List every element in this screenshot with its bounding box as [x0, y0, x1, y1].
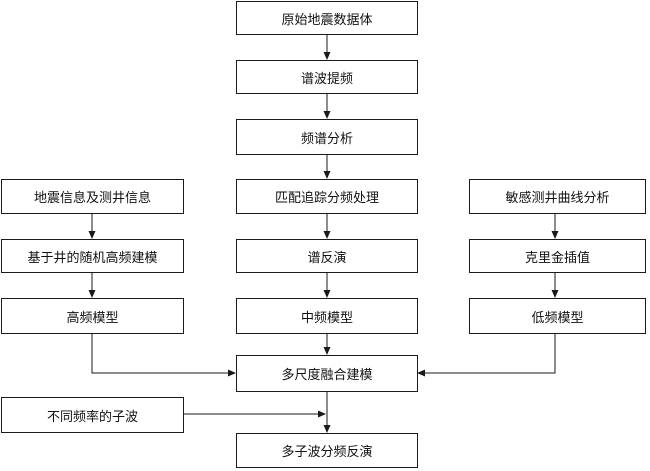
- box-mf-model: 中频模型: [236, 298, 418, 334]
- box-spectral-boost: 谱波提频: [236, 60, 418, 94]
- box-seismic-well-info: 地震信息及测井信息: [1, 179, 184, 214]
- box-spectral-inversion: 谱反演: [236, 239, 418, 273]
- arrow-hf-to-fusion: [91, 334, 236, 377]
- box-hf-model: 高频模型: [1, 298, 184, 334]
- box-matching-pursuit: 匹配追踪分频处理: [236, 179, 418, 214]
- box-spectral-analysis: 频谱分析: [236, 119, 418, 155]
- box-multi-wavelet-inversion: 多子波分频反演: [236, 433, 418, 468]
- box-raw-seismic: 原始地震数据体: [236, 1, 418, 35]
- box-sensitive-logs: 敏感测井曲线分析: [469, 179, 646, 214]
- box-wavelets: 不同频率的子波: [1, 397, 184, 433]
- box-well-random-hf: 基于井的随机高频建模: [1, 239, 184, 273]
- arrow-lf-to-fusion: [417, 334, 556, 377]
- box-multiscale-fusion: 多尺度融合建模: [236, 355, 418, 392]
- box-kriging: 克里金插值: [469, 239, 646, 273]
- box-lf-model: 低频模型: [469, 298, 646, 334]
